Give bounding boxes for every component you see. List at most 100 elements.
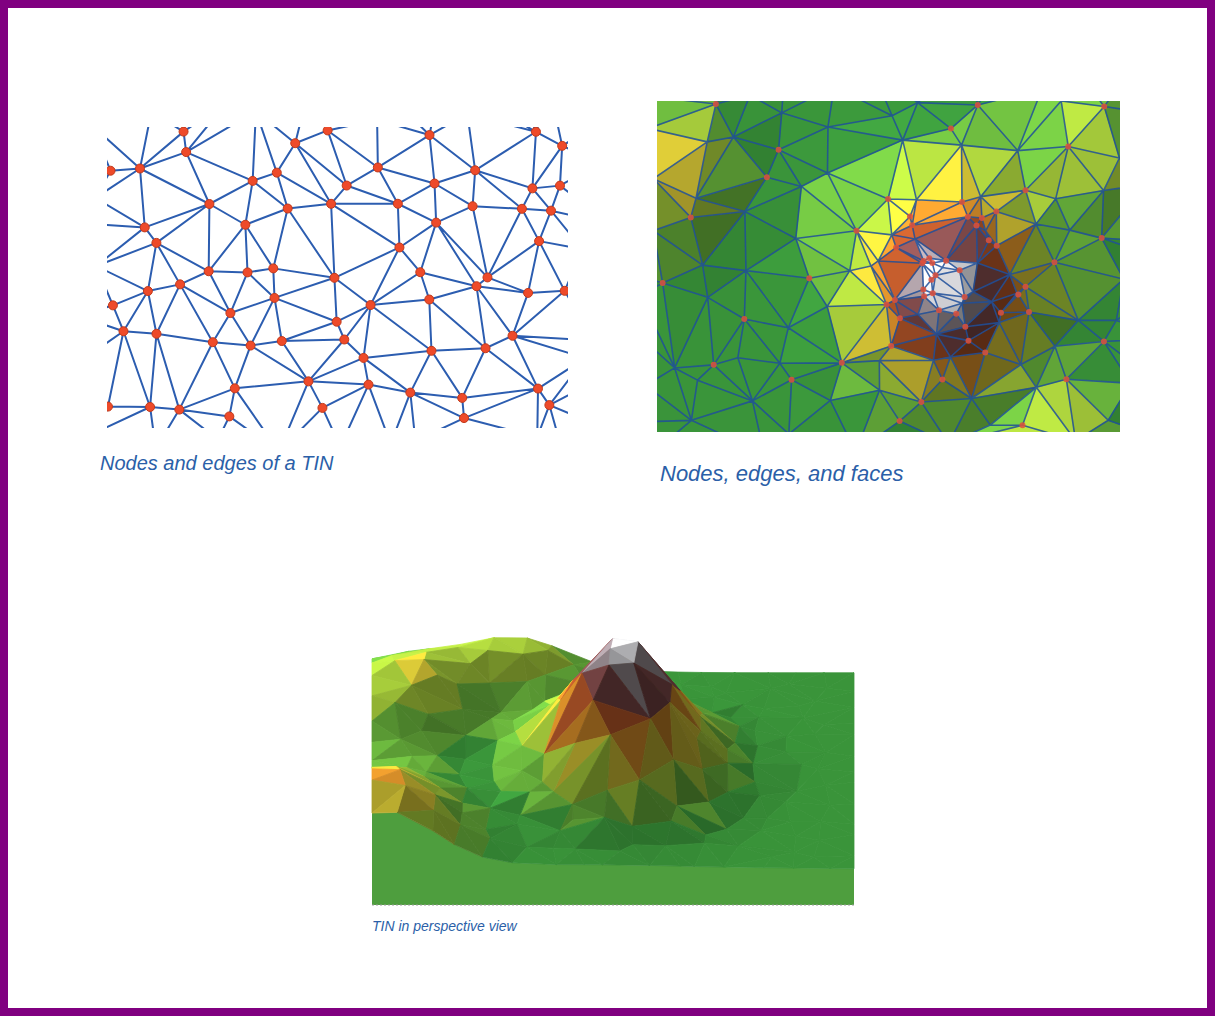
tin-node (711, 362, 717, 368)
tin-node (560, 286, 568, 295)
tin-node (965, 214, 971, 220)
figure-caption: Nodes, edges, and faces (660, 461, 903, 487)
tin-node (789, 377, 795, 383)
tin-face (632, 780, 671, 826)
tin-node (208, 338, 217, 347)
tin-node (1099, 235, 1105, 241)
tin-faces (372, 638, 854, 869)
tin-node (108, 301, 117, 310)
tin-node (107, 166, 115, 175)
tin-node (140, 223, 149, 232)
tin-node (460, 414, 469, 423)
tin-face (830, 856, 854, 869)
tin-node (359, 353, 368, 362)
figure-caption: Nodes and edges of a TIN (100, 452, 333, 475)
tin-face (372, 785, 405, 813)
tin-face (946, 226, 977, 263)
tin-nodes-edges (107, 127, 568, 428)
figure-caption: TIN in perspective view (372, 918, 517, 934)
tin-node (854, 228, 860, 234)
tin-node (932, 272, 938, 278)
tin-face (694, 843, 723, 867)
tin-node (555, 181, 564, 190)
tin-node (179, 127, 188, 136)
tin-node (241, 220, 250, 229)
tin-node (225, 412, 234, 421)
tin-node (1101, 103, 1107, 109)
tin-face (666, 846, 695, 867)
tin-node (176, 280, 185, 289)
tin-node (472, 282, 481, 291)
tin-face (1119, 116, 1120, 159)
tin-node (948, 126, 954, 132)
tin-face (657, 420, 764, 432)
tin-node (143, 287, 152, 296)
tin-node (943, 258, 949, 264)
tin-face (1023, 387, 1076, 432)
tin-face (744, 796, 768, 819)
tin-node (342, 181, 351, 190)
tin-node (979, 215, 985, 221)
tin-node (1020, 422, 1026, 428)
tin-node (508, 331, 517, 340)
tin-node (272, 168, 281, 177)
tin-face (753, 752, 801, 764)
tin-node (897, 315, 903, 321)
tin-node (269, 264, 278, 273)
tin-node (764, 174, 770, 180)
tin-node (909, 222, 915, 228)
tin-face (632, 826, 665, 845)
tin-node (741, 316, 747, 322)
tin-node (248, 176, 257, 185)
tin-face (457, 683, 501, 712)
tin-node (1015, 292, 1021, 298)
tin-node (962, 294, 968, 300)
tin-node (430, 179, 439, 188)
tin-node (432, 218, 441, 227)
tin-node (340, 335, 349, 344)
tin-node (998, 310, 1004, 316)
tin-face (735, 726, 757, 745)
tin-faces (657, 101, 1120, 432)
tin-node (119, 327, 128, 336)
tin-node (885, 196, 891, 202)
tin-node (930, 290, 936, 296)
tin-face (372, 756, 412, 767)
tin-face (489, 654, 527, 683)
tin-node (1051, 259, 1057, 265)
tin-face (632, 821, 671, 846)
tin-node (918, 399, 924, 405)
tin-edges (657, 101, 1120, 432)
tin-face (794, 857, 830, 869)
tin-node (839, 360, 845, 366)
tin-node (533, 384, 542, 393)
tin-node (535, 237, 544, 246)
tin-face (691, 380, 752, 420)
tin-face (529, 782, 553, 792)
tin-node (688, 214, 694, 220)
tin-node (246, 341, 255, 350)
tin-nodes (657, 101, 1120, 432)
tin-face (372, 721, 401, 742)
tin-node (1023, 284, 1029, 290)
tin-node (921, 293, 927, 299)
tin-perspective (372, 638, 854, 905)
tin-face (433, 810, 454, 844)
tin-face (482, 839, 512, 863)
tin-face (879, 346, 933, 361)
tin-node (323, 127, 332, 135)
tin-face (1108, 383, 1120, 432)
tin-face (427, 756, 460, 775)
tin-node (531, 127, 540, 136)
tin-node (146, 402, 155, 411)
tin-face (745, 177, 802, 211)
tin-face (575, 817, 620, 850)
tin-face (673, 760, 708, 806)
tin-face (787, 734, 826, 752)
tin-node (230, 384, 239, 393)
tin-face (824, 708, 854, 725)
tin-face (745, 211, 796, 270)
tin-face (397, 810, 433, 831)
tin-face (780, 328, 842, 363)
